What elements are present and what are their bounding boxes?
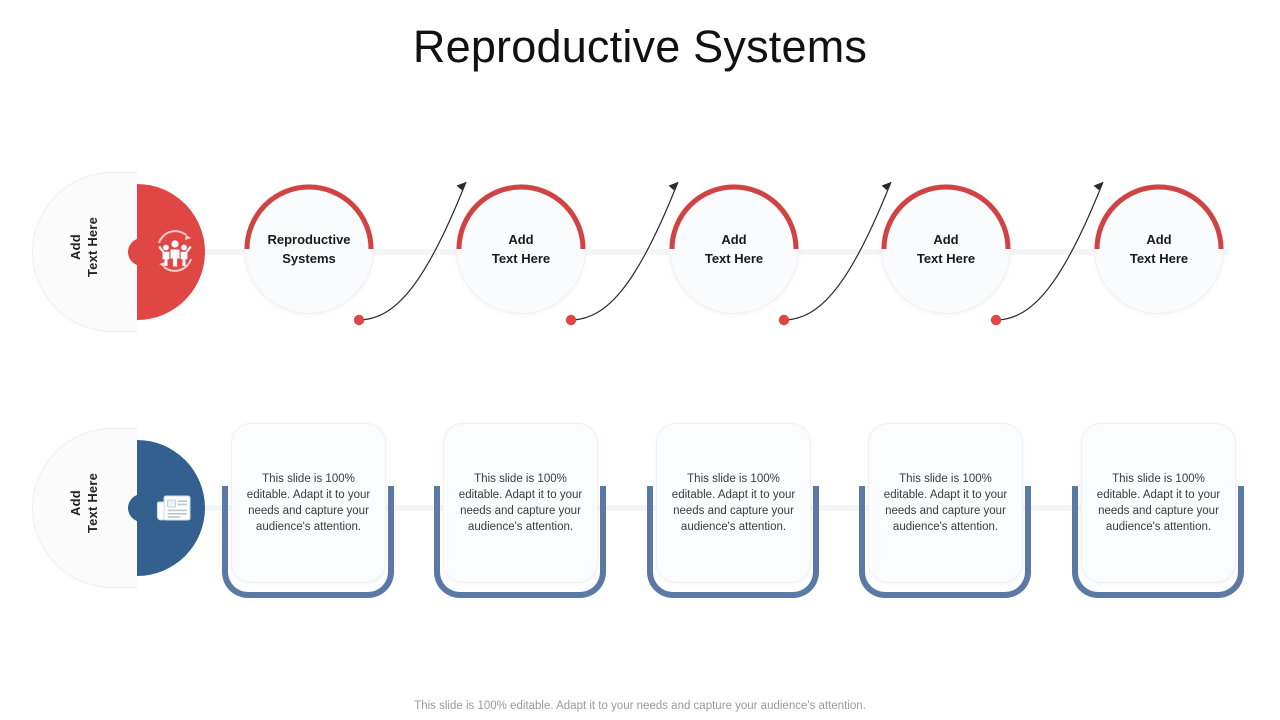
card-1[interactable]: This slide is 100% editable. Adapt it to… xyxy=(222,423,394,598)
card-3-text: This slide is 100% editable. Adapt it to… xyxy=(671,473,796,533)
card-4[interactable]: This slide is 100% editable. Adapt it to… xyxy=(859,423,1031,598)
slide-footer-note: This slide is 100% editable. Adapt it to… xyxy=(414,700,866,712)
circle-1-line1: Reproductive xyxy=(267,232,351,247)
circle-1-line2: Systems xyxy=(282,251,336,266)
circle-5-line2: Text Here xyxy=(1129,251,1189,266)
card-3-body: This slide is 100% editable. Adapt it to… xyxy=(656,423,811,583)
card-4-frame xyxy=(859,486,1031,598)
card-3-frame xyxy=(647,486,819,598)
card-2-text: This slide is 100% editable. Adapt it to… xyxy=(458,473,583,533)
circle-1-label: Reproductive Systems xyxy=(244,184,374,314)
circle-4-line2: Text Here xyxy=(916,251,976,266)
top-badge[interactable]: Add Text Here xyxy=(32,172,205,332)
page-title: Reproductive Systems xyxy=(412,21,868,72)
card-1-text: This slide is 100% editable. Adapt it to… xyxy=(246,473,371,533)
bottom-badge-label-line1: Add xyxy=(68,490,83,516)
card-1-frame xyxy=(222,486,394,598)
bottom-badge[interactable]: Add Text Here xyxy=(32,428,205,588)
card-1-body: This slide is 100% editable. Adapt it to… xyxy=(231,423,386,583)
circle-2-line2: Text Here xyxy=(491,251,551,266)
top-badge-pin xyxy=(128,238,156,266)
bottom-badge-label: Add Text Here xyxy=(67,423,101,583)
top-badge-label-line1: Add xyxy=(68,234,83,260)
connector-3-dot xyxy=(778,314,790,326)
circle-3-line1: Add xyxy=(721,232,747,247)
card-2-frame xyxy=(434,486,606,598)
circle-5-line1: Add xyxy=(1146,232,1172,247)
card-4-body: This slide is 100% editable. Adapt it to… xyxy=(868,423,1023,583)
card-3[interactable]: This slide is 100% editable. Adapt it to… xyxy=(647,423,819,598)
top-badge-label: Add Text Here xyxy=(67,167,101,327)
circle-2-line1: Add xyxy=(508,232,534,247)
card-5-frame xyxy=(1072,486,1244,598)
bottom-badge-pin xyxy=(128,494,156,522)
card-5-body: This slide is 100% editable. Adapt it to… xyxy=(1081,423,1236,583)
card-2[interactable]: This slide is 100% editable. Adapt it to… xyxy=(434,423,606,598)
connector-1-dot xyxy=(353,314,365,326)
bottom-badge-label-line2: Text Here xyxy=(85,472,100,534)
document-news-icon xyxy=(150,482,200,532)
circle-2-label: Add Text Here xyxy=(456,184,586,314)
circle-3-label: Add Text Here xyxy=(669,184,799,314)
card-4-text: This slide is 100% editable. Adapt it to… xyxy=(883,473,1008,533)
circle-4-label: Add Text Here xyxy=(881,184,1011,314)
circle-4-line1: Add xyxy=(933,232,959,247)
card-2-body: This slide is 100% editable. Adapt it to… xyxy=(443,423,598,583)
people-group-icon xyxy=(150,226,200,276)
circle-3-line2: Text Here xyxy=(704,251,764,266)
connector-2-dot xyxy=(565,314,577,326)
top-badge-label-line2: Text Here xyxy=(85,216,100,278)
card-5[interactable]: This slide is 100% editable. Adapt it to… xyxy=(1072,423,1244,598)
card-5-text: This slide is 100% editable. Adapt it to… xyxy=(1096,473,1221,533)
circle-5-label: Add Text Here xyxy=(1094,184,1224,314)
connector-4-dot xyxy=(990,314,1002,326)
